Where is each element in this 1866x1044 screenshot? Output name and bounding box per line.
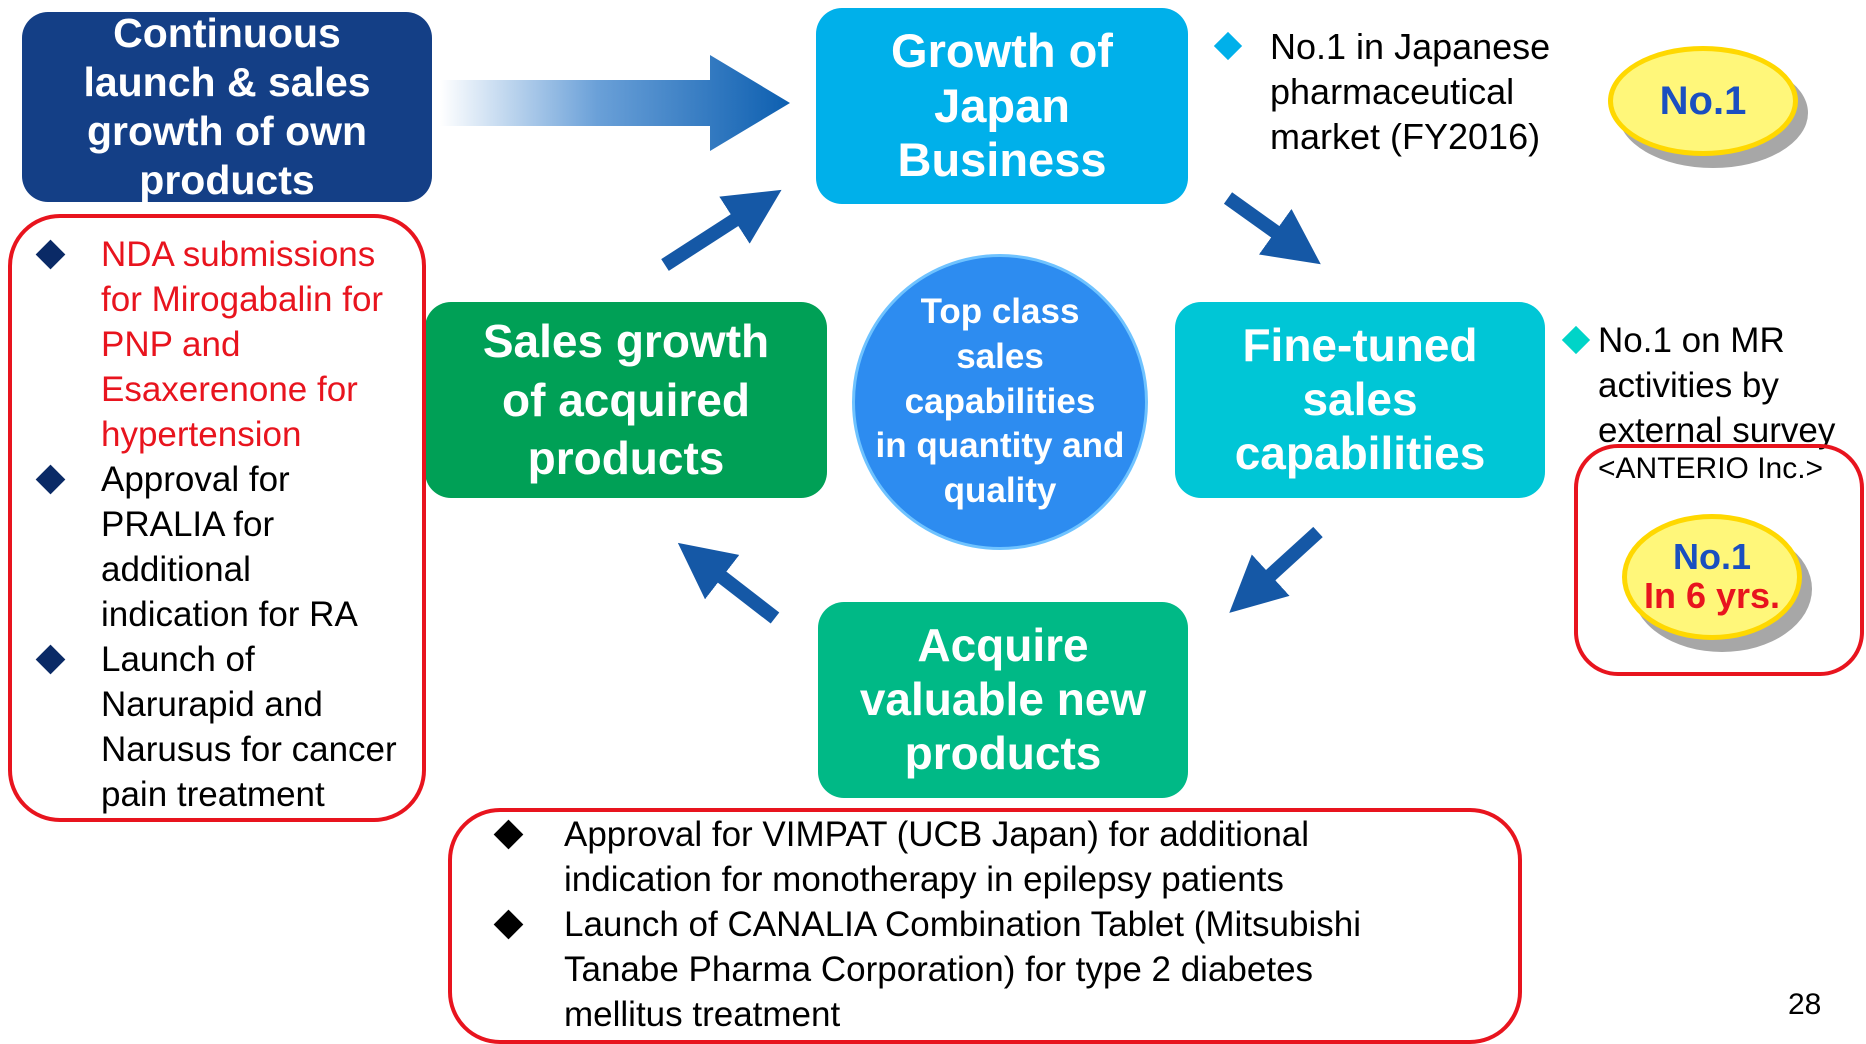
sales-growth-box: Sales growth of acquired products xyxy=(425,302,827,498)
japan-market-line-2: pharmaceutical xyxy=(1270,71,1515,112)
left-red-frame xyxy=(8,214,426,822)
left-item-1: NDA submissions for Mirogabalin for PNP … xyxy=(34,232,397,457)
left-item-3-line-3: Narusus for cancer xyxy=(101,730,397,769)
mr-line-1: No.1 on MR xyxy=(1598,321,1785,360)
left-item-2-line-3: additional xyxy=(101,550,251,589)
fine-tuned-line-3: capabilities xyxy=(1234,426,1486,479)
center-circle: Top class sales capabilities in quantity… xyxy=(852,254,1148,550)
left-item-2-line-4: indication for RA xyxy=(101,595,358,634)
acquire-line-3: products xyxy=(904,726,1102,779)
sales-growth-line-2: of acquired xyxy=(502,373,750,426)
continuous-line-2: launch & sales xyxy=(83,58,371,105)
bottom-item-2-line-3: mellitus treatment xyxy=(564,995,841,1034)
diamond-icon xyxy=(35,644,66,675)
left-bullet-list: NDA submissions for Mirogabalin for PNP … xyxy=(34,232,397,817)
no1-badge: No.1 xyxy=(1608,46,1798,156)
acquire-line-2: valuable new xyxy=(859,673,1147,726)
growth-japan-box: Growth of Japan Business xyxy=(816,8,1188,204)
mr-line-2: activities by xyxy=(1598,366,1779,405)
no1-6yrs-line-1: No.1 xyxy=(1672,536,1751,578)
arrow-up-right-icon xyxy=(661,189,782,271)
no1-6yrs-line-2: In 6 yrs. xyxy=(1643,575,1781,616)
left-item-2: Approval for PRALIA for additional indic… xyxy=(34,457,397,637)
bottom-item-2: Launch of CANALIA Combination Tablet (Mi… xyxy=(492,902,1361,1037)
left-item-3: Launch of Narurapid and Narusus for canc… xyxy=(34,637,397,817)
growth-line-2: Japan xyxy=(934,78,1070,132)
center-line-4: in quantity and xyxy=(875,426,1125,466)
continuous-line-4: products xyxy=(139,157,315,204)
continuous-line-3: growth of own xyxy=(86,108,368,154)
diamond-icon xyxy=(35,239,66,270)
bottom-item-2-line-1: Launch of CANALIA Combination Tablet (Mi… xyxy=(564,905,1362,944)
center-line-1: Top class xyxy=(920,292,1080,331)
left-item-2-line-1: Approval for xyxy=(101,460,290,499)
left-item-3-line-4: pain treatment xyxy=(101,775,325,814)
growth-line-1: Growth of xyxy=(891,23,1113,77)
left-item-3-line-2: Narurapid and xyxy=(101,685,323,724)
no1-badge-text: No.1 xyxy=(1659,78,1747,123)
left-item-3-line-1: Launch of xyxy=(101,640,255,679)
left-item-1-line-5: hypertension xyxy=(101,415,302,454)
anterio-source: <ANTERIO Inc.> xyxy=(1598,452,1824,485)
left-item-1-line-1: NDA submissions xyxy=(101,235,376,274)
arrow-down-right-icon xyxy=(1223,192,1321,265)
center-line-5: quality xyxy=(943,471,1057,511)
fine-tuned-line-1: Fine-tuned xyxy=(1242,319,1478,372)
bottom-item-2-line-2: Tanabe Pharma Corporation) for type 2 di… xyxy=(564,950,1314,989)
mr-line-3: external survey xyxy=(1598,411,1836,450)
continuous-line-1: Continuous xyxy=(113,9,341,56)
mr-red-frame xyxy=(1574,444,1864,676)
bottom-item-1-line-1: Approval for VIMPAT (UCB Japan) for addi… xyxy=(564,815,1310,854)
acquire-line-1: Acquire xyxy=(917,619,1089,672)
fine-tuned-line-2: sales xyxy=(1302,373,1418,426)
left-item-1-line-2: for Mirogabalin for xyxy=(101,280,384,319)
japan-market-line-3: market (FY2016) xyxy=(1270,116,1541,157)
left-item-1-line-4: Esaxerenone for xyxy=(101,370,358,409)
bottom-item-1-line-2: indication for monotherapy in epilepsy p… xyxy=(564,860,1284,899)
center-line-3: capabilities xyxy=(904,381,1096,421)
no1-6yrs-badge: No.1 In 6 yrs. xyxy=(1622,514,1802,640)
left-item-1-line-3: PNP and xyxy=(101,325,241,364)
bottom-bullet-list: Approval for VIMPAT (UCB Japan) for addi… xyxy=(492,812,1361,1037)
fine-tuned-box: Fine-tuned sales capabilities xyxy=(1175,302,1545,498)
diamond-icon xyxy=(493,909,524,940)
continuous-launch-box: Continuous launch & sales growth of own … xyxy=(22,9,432,204)
sales-growth-line-3: products xyxy=(527,432,725,485)
acquire-box: Acquire valuable new products xyxy=(818,602,1188,798)
bottom-item-1: Approval for VIMPAT (UCB Japan) for addi… xyxy=(492,812,1361,902)
japan-market-line-1: No.1 in Japanese xyxy=(1270,26,1551,67)
growth-line-3: Business xyxy=(897,133,1107,187)
diamond-icon xyxy=(493,819,524,850)
sales-growth-line-1: Sales growth xyxy=(482,314,770,367)
left-item-2-line-2: PRALIA for xyxy=(101,505,275,544)
diamond-icon xyxy=(35,464,66,495)
arrow-down-left-icon xyxy=(1229,526,1323,613)
arrow-up-left-icon xyxy=(677,542,780,624)
page-number: 28 xyxy=(1788,988,1822,1021)
center-line-2: sales xyxy=(956,336,1044,376)
